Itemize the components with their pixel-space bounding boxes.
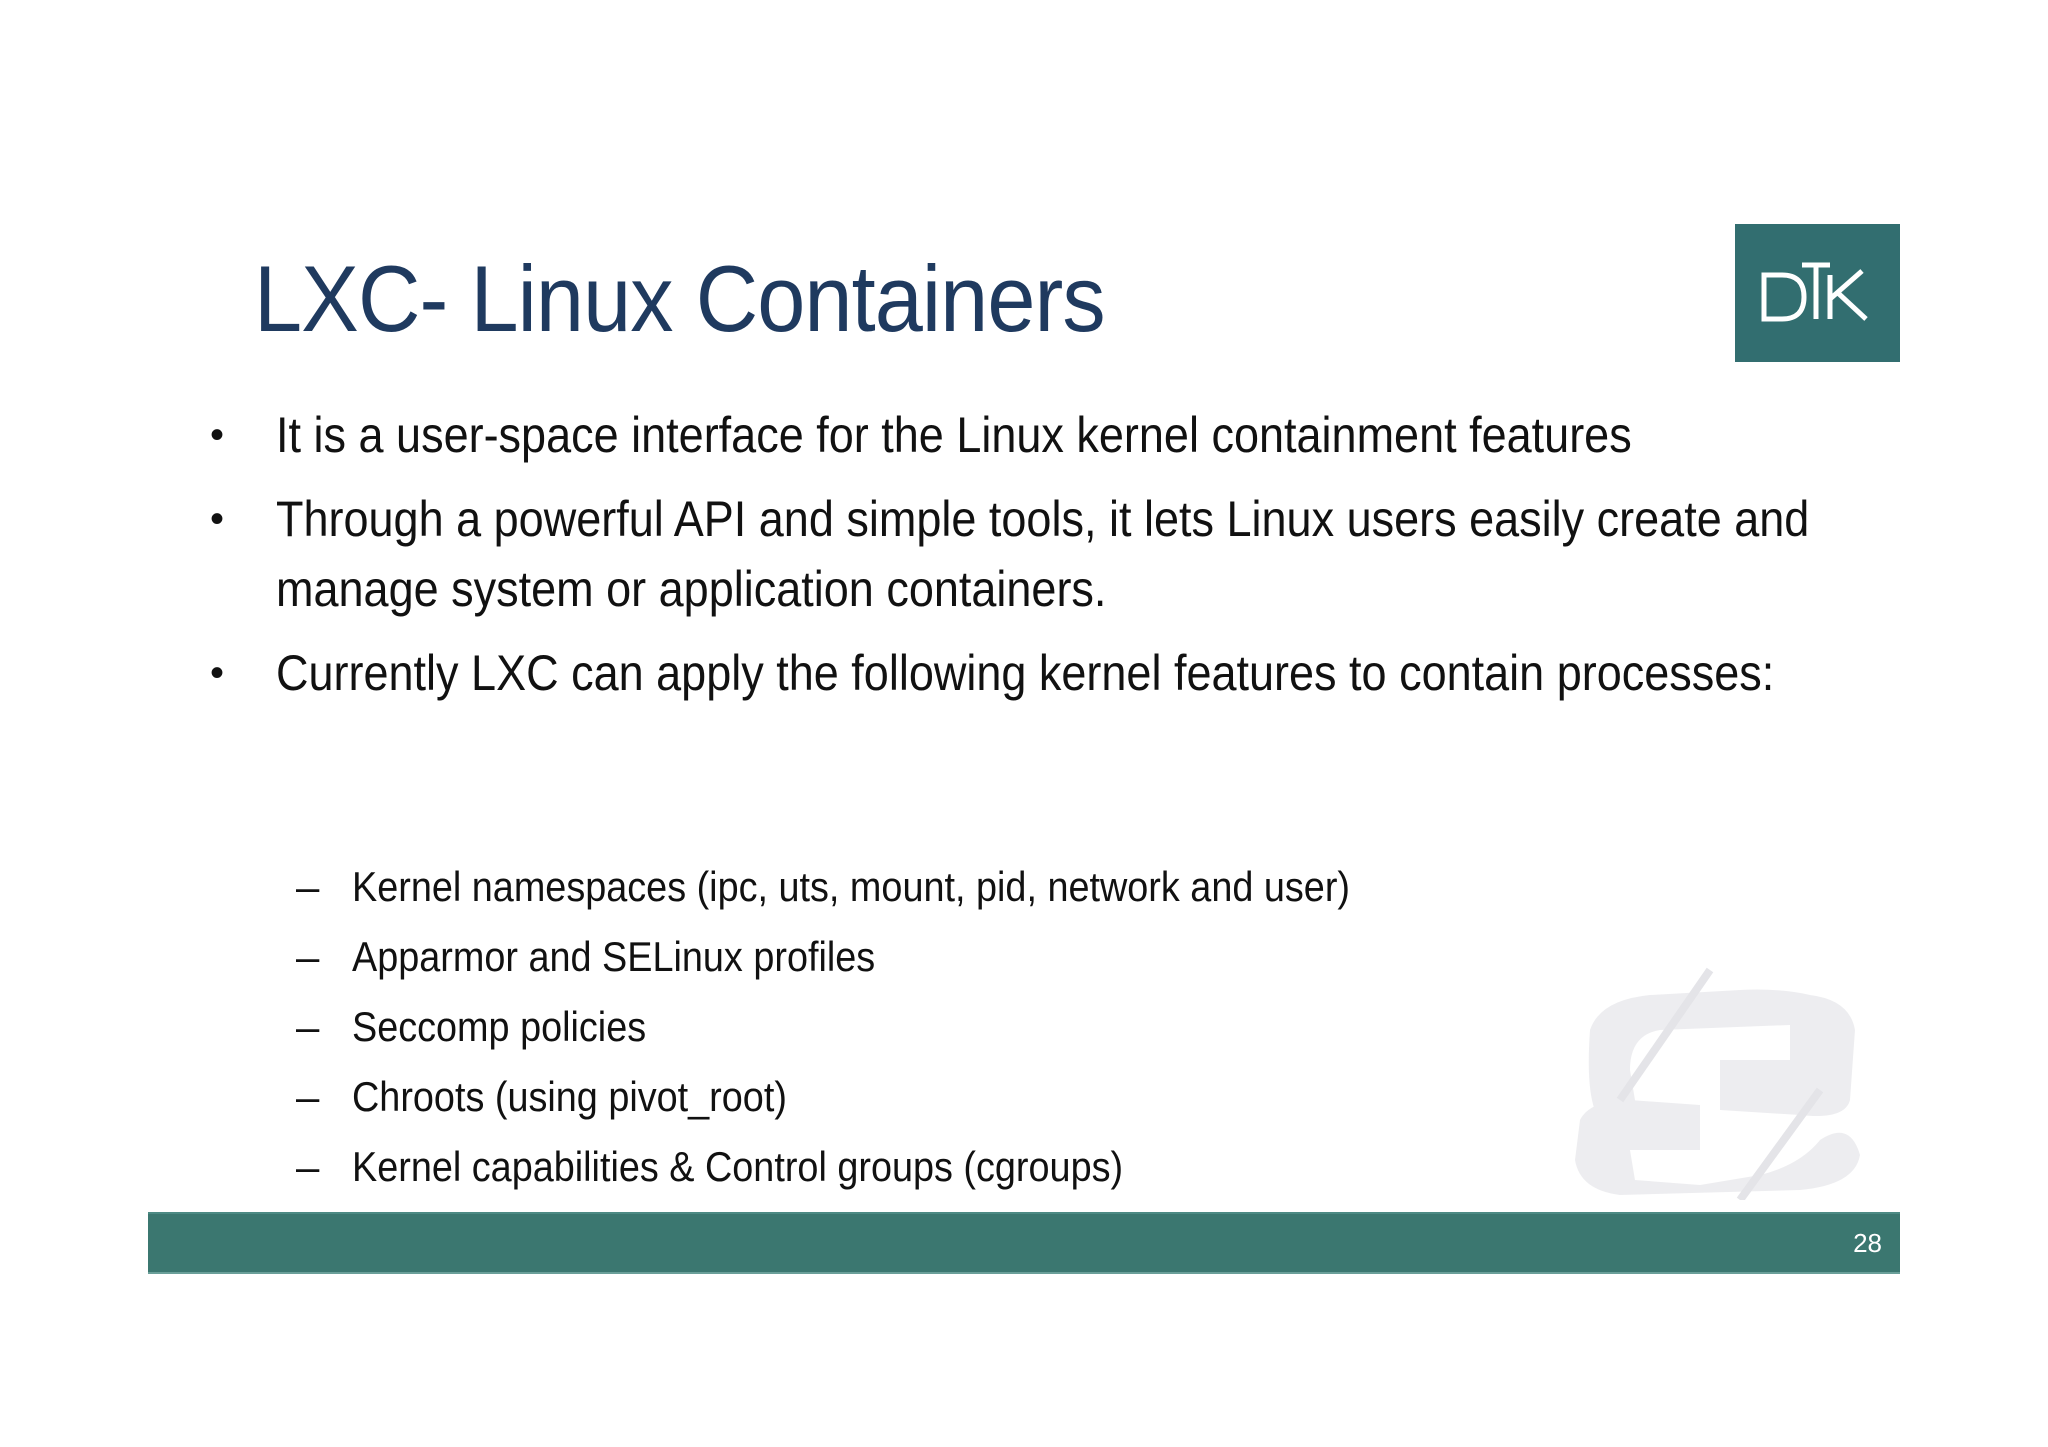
bullet-item: • It is a user-space interface for the L… <box>200 400 1860 470</box>
bullet-text: Through a powerful API and simple tools,… <box>276 491 1810 617</box>
sub-bullet-dash: – <box>296 863 320 910</box>
footer-bar: 28 <box>148 1212 1900 1274</box>
sub-bullet-dash: – <box>296 1003 320 1050</box>
sub-bullet-item: – Chroots (using pivot_root) <box>296 1062 1596 1132</box>
bullet-item: • Currently LXC can apply the following … <box>200 638 1860 708</box>
sub-bullet-dash: – <box>296 1073 320 1120</box>
bullet-dot: • <box>210 413 225 457</box>
sub-bullet-text: Chroots (using pivot_root) <box>352 1073 787 1120</box>
bullet-text: Currently LXC can apply the following ke… <box>276 645 1775 701</box>
sub-bullet-item: – Apparmor and SELinux profiles <box>296 922 1596 992</box>
sub-bullet-item: – Seccomp policies <box>296 992 1596 1062</box>
sub-bullet-text: Apparmor and SELinux profiles <box>352 933 876 980</box>
handshake-watermark-icon <box>1575 967 1860 1200</box>
sub-bullet-dash: – <box>296 933 320 980</box>
bullet-item: • Through a powerful API and simple tool… <box>200 484 1860 624</box>
sub-bullet-text: Seccomp policies <box>352 1003 647 1050</box>
bullet-text: It is a user-space interface for the Lin… <box>276 407 1632 463</box>
sub-bullet-dash: – <box>296 1143 320 1190</box>
sub-bullet-item: – Kernel namespaces (ipc, uts, mount, pi… <box>296 852 1596 922</box>
sub-bullet-text: Kernel namespaces (ipc, uts, mount, pid,… <box>352 863 1351 910</box>
slide-title: LXC- Linux Containers <box>254 246 1106 351</box>
bullet-dot: • <box>210 651 225 695</box>
page-number: 28 <box>1853 1228 1882 1258</box>
sub-bullet-text: Kernel capabilities & Control groups (cg… <box>352 1143 1124 1190</box>
sub-bullet-item: – Kernel capabilities & Control groups (… <box>296 1132 1596 1202</box>
sub-bullet-list: – Kernel namespaces (ipc, uts, mount, pi… <box>296 852 1596 1202</box>
bullet-dot: • <box>210 497 225 541</box>
dtk-logo <box>1735 224 1900 362</box>
bullet-list: • It is a user-space interface for the L… <box>200 400 1860 722</box>
dtk-logo-icon <box>1761 262 1868 322</box>
